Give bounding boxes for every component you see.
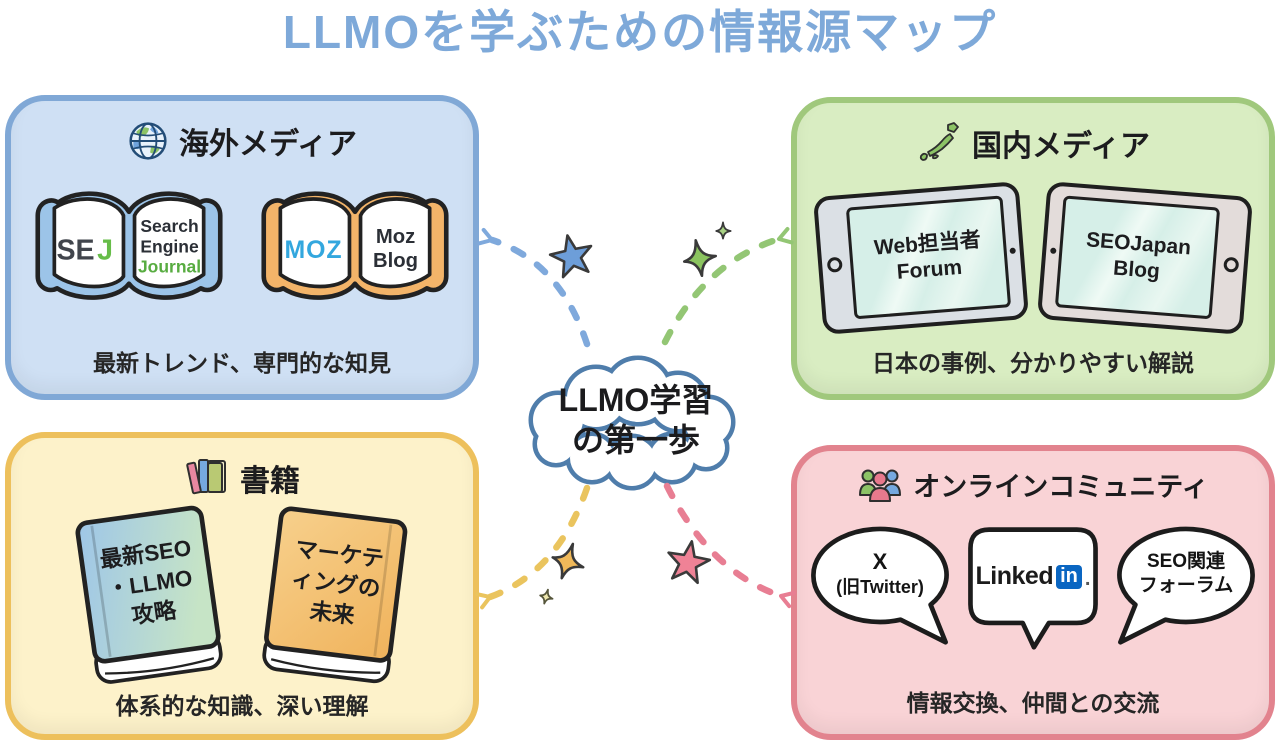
- domestic-heading: 国内メディア: [916, 121, 1150, 165]
- linkedin-logo: Linked in .: [963, 562, 1103, 591]
- domestic-tablets: Web担当者 Forum SEOJapan Blog: [812, 181, 1254, 335]
- books-covers: 最新SEO ・LLMO 攻略 マーケテ ィングの 未来: [75, 505, 408, 687]
- linkedin-dot: .: [1084, 568, 1091, 590]
- linkedin-in-badge: in: [1056, 564, 1082, 589]
- moz-page-line1: Moz: [376, 226, 415, 248]
- bubble-forum-line2: フォーラム: [1138, 574, 1234, 596]
- domestic-heading-label: 国内メディア: [972, 130, 1150, 163]
- books-heading: 書籍: [184, 456, 300, 500]
- center-cloud-label: LLMO学習 の第一歩: [500, 336, 772, 504]
- community-bubbles: X (旧Twitter) Linked in . SEO: [805, 522, 1261, 658]
- people-group-icon: [857, 466, 903, 504]
- book2-line3: 未来: [308, 598, 356, 628]
- star-blue-icon: [548, 234, 593, 279]
- tablet2-line1: SEOJapan: [1085, 228, 1192, 260]
- sej-page-line2: Engine: [140, 236, 199, 256]
- star-pink-icon: [667, 540, 712, 585]
- sej-page-line3: Journal: [138, 257, 201, 277]
- tablet2-line2: Blog: [1112, 256, 1161, 284]
- bubble-seo-forum: SEO関連 フォーラム: [1111, 522, 1261, 654]
- books-stack-icon: [184, 456, 230, 500]
- domestic-caption: 日本の事例、分かりやすい解説: [872, 350, 1194, 376]
- arrow-to-overseas: [477, 227, 591, 348]
- sej-logo-j: J: [97, 235, 113, 267]
- page-title: LLMOを学ぶための情報源マップ: [282, 6, 998, 58]
- book-marketing-future: マーケテ ィングの 未来: [262, 506, 408, 684]
- bubble-forum-line1: SEO関連: [1146, 551, 1226, 572]
- tablet-camera-dot: [1009, 247, 1016, 255]
- books-heading-label: 書籍: [240, 465, 300, 498]
- moz-page-line2: Blog: [373, 250, 418, 272]
- arrow-to-books: [475, 484, 591, 610]
- star-yellow-icon: [551, 542, 585, 580]
- overseas-heading: 海外メディア: [127, 119, 357, 163]
- center-cloud: [528, 355, 736, 491]
- tablet-screen: Web担当者 Forum: [845, 195, 1012, 320]
- tablet-screen: SEOJapan Blog: [1054, 195, 1221, 320]
- bubble-linkedin: Linked in .: [963, 522, 1103, 658]
- overseas-books: SE J Search Engine Journal MOZ Moz Blog: [23, 171, 461, 319]
- section-books: 書籍 最新SEO ・LLMO 攻略: [5, 432, 479, 740]
- bubble-x-line2: (旧Twitter): [836, 576, 924, 597]
- cloud-line1: LLMO学習: [558, 382, 714, 418]
- linkedin-wordmark: Linked: [975, 562, 1054, 590]
- japan-map-icon: [916, 122, 962, 164]
- arrow-to-domestic: [661, 227, 794, 346]
- sparkle-yellow-small-icon: [539, 588, 554, 605]
- bubble-x-line1: X: [872, 549, 888, 574]
- cloud-line2: の第一歩: [571, 422, 700, 458]
- overseas-heading-label: 海外メディア: [179, 128, 357, 161]
- community-heading-label: オンラインコミュニティ: [913, 472, 1209, 502]
- section-overseas-media: 海外メディア SE J Search Engine Journal MOZ Mo…: [5, 95, 479, 400]
- book1-line3: 攻略: [130, 596, 179, 628]
- sej-logo-se: SE: [56, 235, 94, 267]
- sej-open-book: SE J Search Engine Journal: [35, 191, 223, 300]
- moz-open-book: MOZ Moz Blog: [261, 191, 449, 300]
- tablet-home-button: [1223, 256, 1240, 273]
- sej-page-line1: Search: [140, 216, 198, 236]
- section-online-community: オンラインコミュニティ X (旧Twitter) Linked in: [791, 445, 1275, 740]
- moz-logo: MOZ: [285, 236, 343, 264]
- book-seo-llmo: 最新SEO ・LLMO 攻略: [75, 505, 223, 684]
- tablet-camera-dot: [1050, 247, 1057, 255]
- community-caption: 情報交換、仲間との交流: [906, 690, 1160, 716]
- sparkle-green-small-icon: [715, 221, 732, 240]
- globe-icon: [127, 120, 169, 162]
- community-heading: オンラインコミュニティ: [857, 465, 1209, 504]
- tablet-web-tantousha: Web担当者 Forum: [812, 181, 1030, 335]
- tablet-home-button: [826, 256, 843, 273]
- tablet-seojapan: SEOJapan Blog: [1036, 181, 1254, 335]
- books-caption: 体系的な知識、深い理解: [115, 693, 369, 719]
- overseas-caption: 最新トレンド、専門的な知見: [92, 350, 392, 376]
- bubble-x-twitter: X (旧Twitter): [805, 522, 955, 654]
- sparkle-green-icon: [682, 238, 718, 278]
- section-domestic-media: 国内メディア Web担当者 Forum SEOJapan Blog 日本の事例、…: [791, 97, 1275, 400]
- tablet1-line2: Forum: [895, 255, 963, 284]
